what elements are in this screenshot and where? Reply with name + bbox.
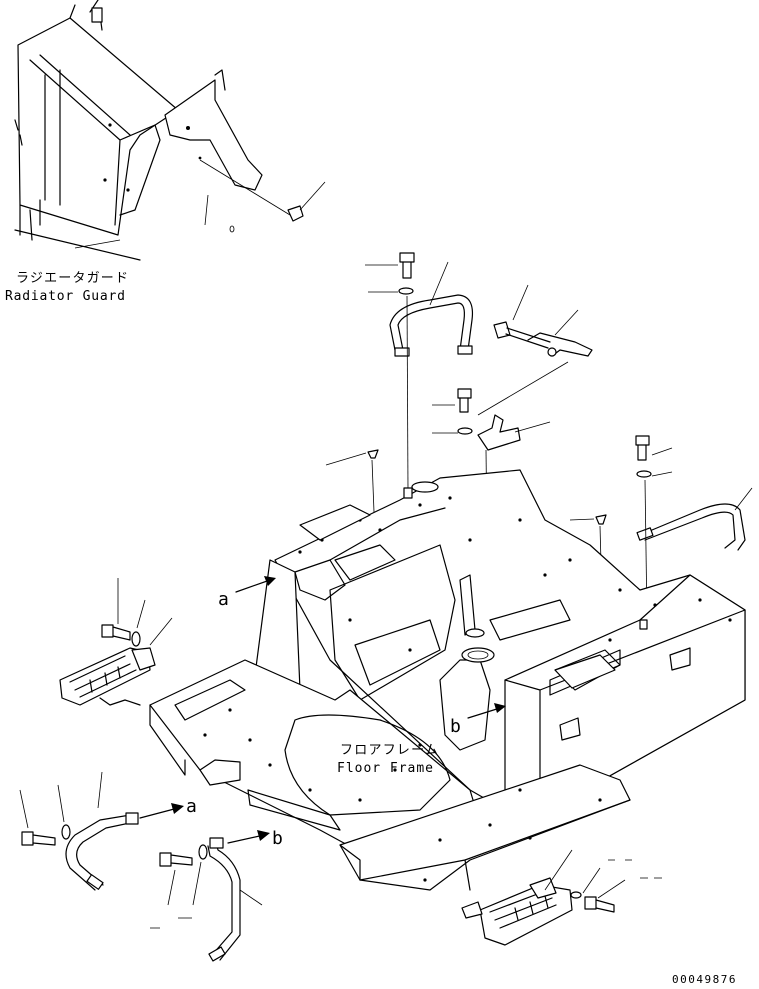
bolt-top-3 bbox=[635, 435, 673, 478]
bolt-top-1 bbox=[365, 252, 415, 295]
drawing-number: 00049876 bbox=[672, 973, 737, 986]
bolt-top-2 bbox=[432, 388, 551, 451]
radiator-guard-label-en: Radiator Guard bbox=[5, 289, 125, 304]
floor-frame-label-jp: フロアフレーム bbox=[340, 743, 438, 758]
bolt-clamp-top bbox=[477, 284, 593, 416]
radiator-guard bbox=[14, 0, 179, 261]
ref-b-handle: b bbox=[272, 828, 283, 849]
ref-a-handle: a bbox=[186, 796, 197, 817]
step-left bbox=[59, 578, 173, 706]
radiator-guard-label-jp: ラジエータガード bbox=[16, 271, 128, 286]
handle-b bbox=[150, 830, 270, 962]
step-right bbox=[461, 849, 662, 946]
ref-b-frame: b bbox=[450, 716, 461, 737]
floor-frame bbox=[149, 469, 746, 891]
grab-handle-top bbox=[389, 261, 474, 357]
pin-left bbox=[325, 449, 379, 513]
handle-a bbox=[19, 771, 184, 891]
handrail-right bbox=[636, 487, 753, 551]
ref-a-frame: a bbox=[218, 589, 229, 610]
floor-frame-label-en: Floor Frame bbox=[337, 761, 433, 776]
radiator-guard-bracket bbox=[164, 69, 326, 233]
